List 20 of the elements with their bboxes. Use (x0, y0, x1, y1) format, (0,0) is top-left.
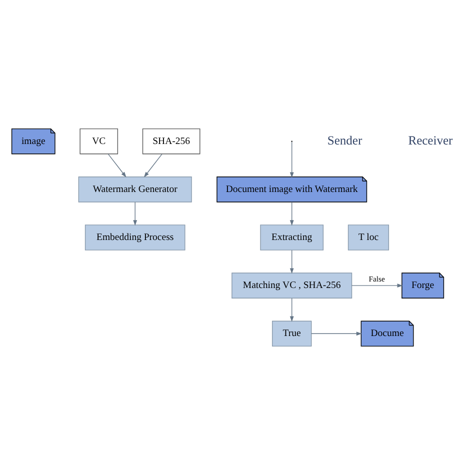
node-box: T loc (347, 224, 389, 250)
node-box: Extracting (260, 224, 324, 250)
node-box: Watermark Generator (78, 176, 192, 202)
node-box: SHA-256 (142, 128, 200, 154)
arrow (143, 153, 162, 177)
label: Receiver (408, 132, 452, 147)
node-box: VC (79, 128, 118, 154)
arrow (107, 153, 126, 177)
node-box: True (271, 320, 312, 346)
node-box: Embedding Process (84, 224, 185, 250)
arrow (289, 201, 294, 226)
arrow (289, 249, 294, 274)
node-box: Matching VC , SHA-256 (231, 272, 352, 298)
arrow (132, 201, 137, 226)
arrow (289, 141, 294, 178)
arrow (289, 297, 294, 322)
arrow (310, 331, 362, 336)
label: Sender (326, 132, 362, 147)
arrow (350, 283, 402, 288)
edge-label: False (368, 274, 384, 283)
